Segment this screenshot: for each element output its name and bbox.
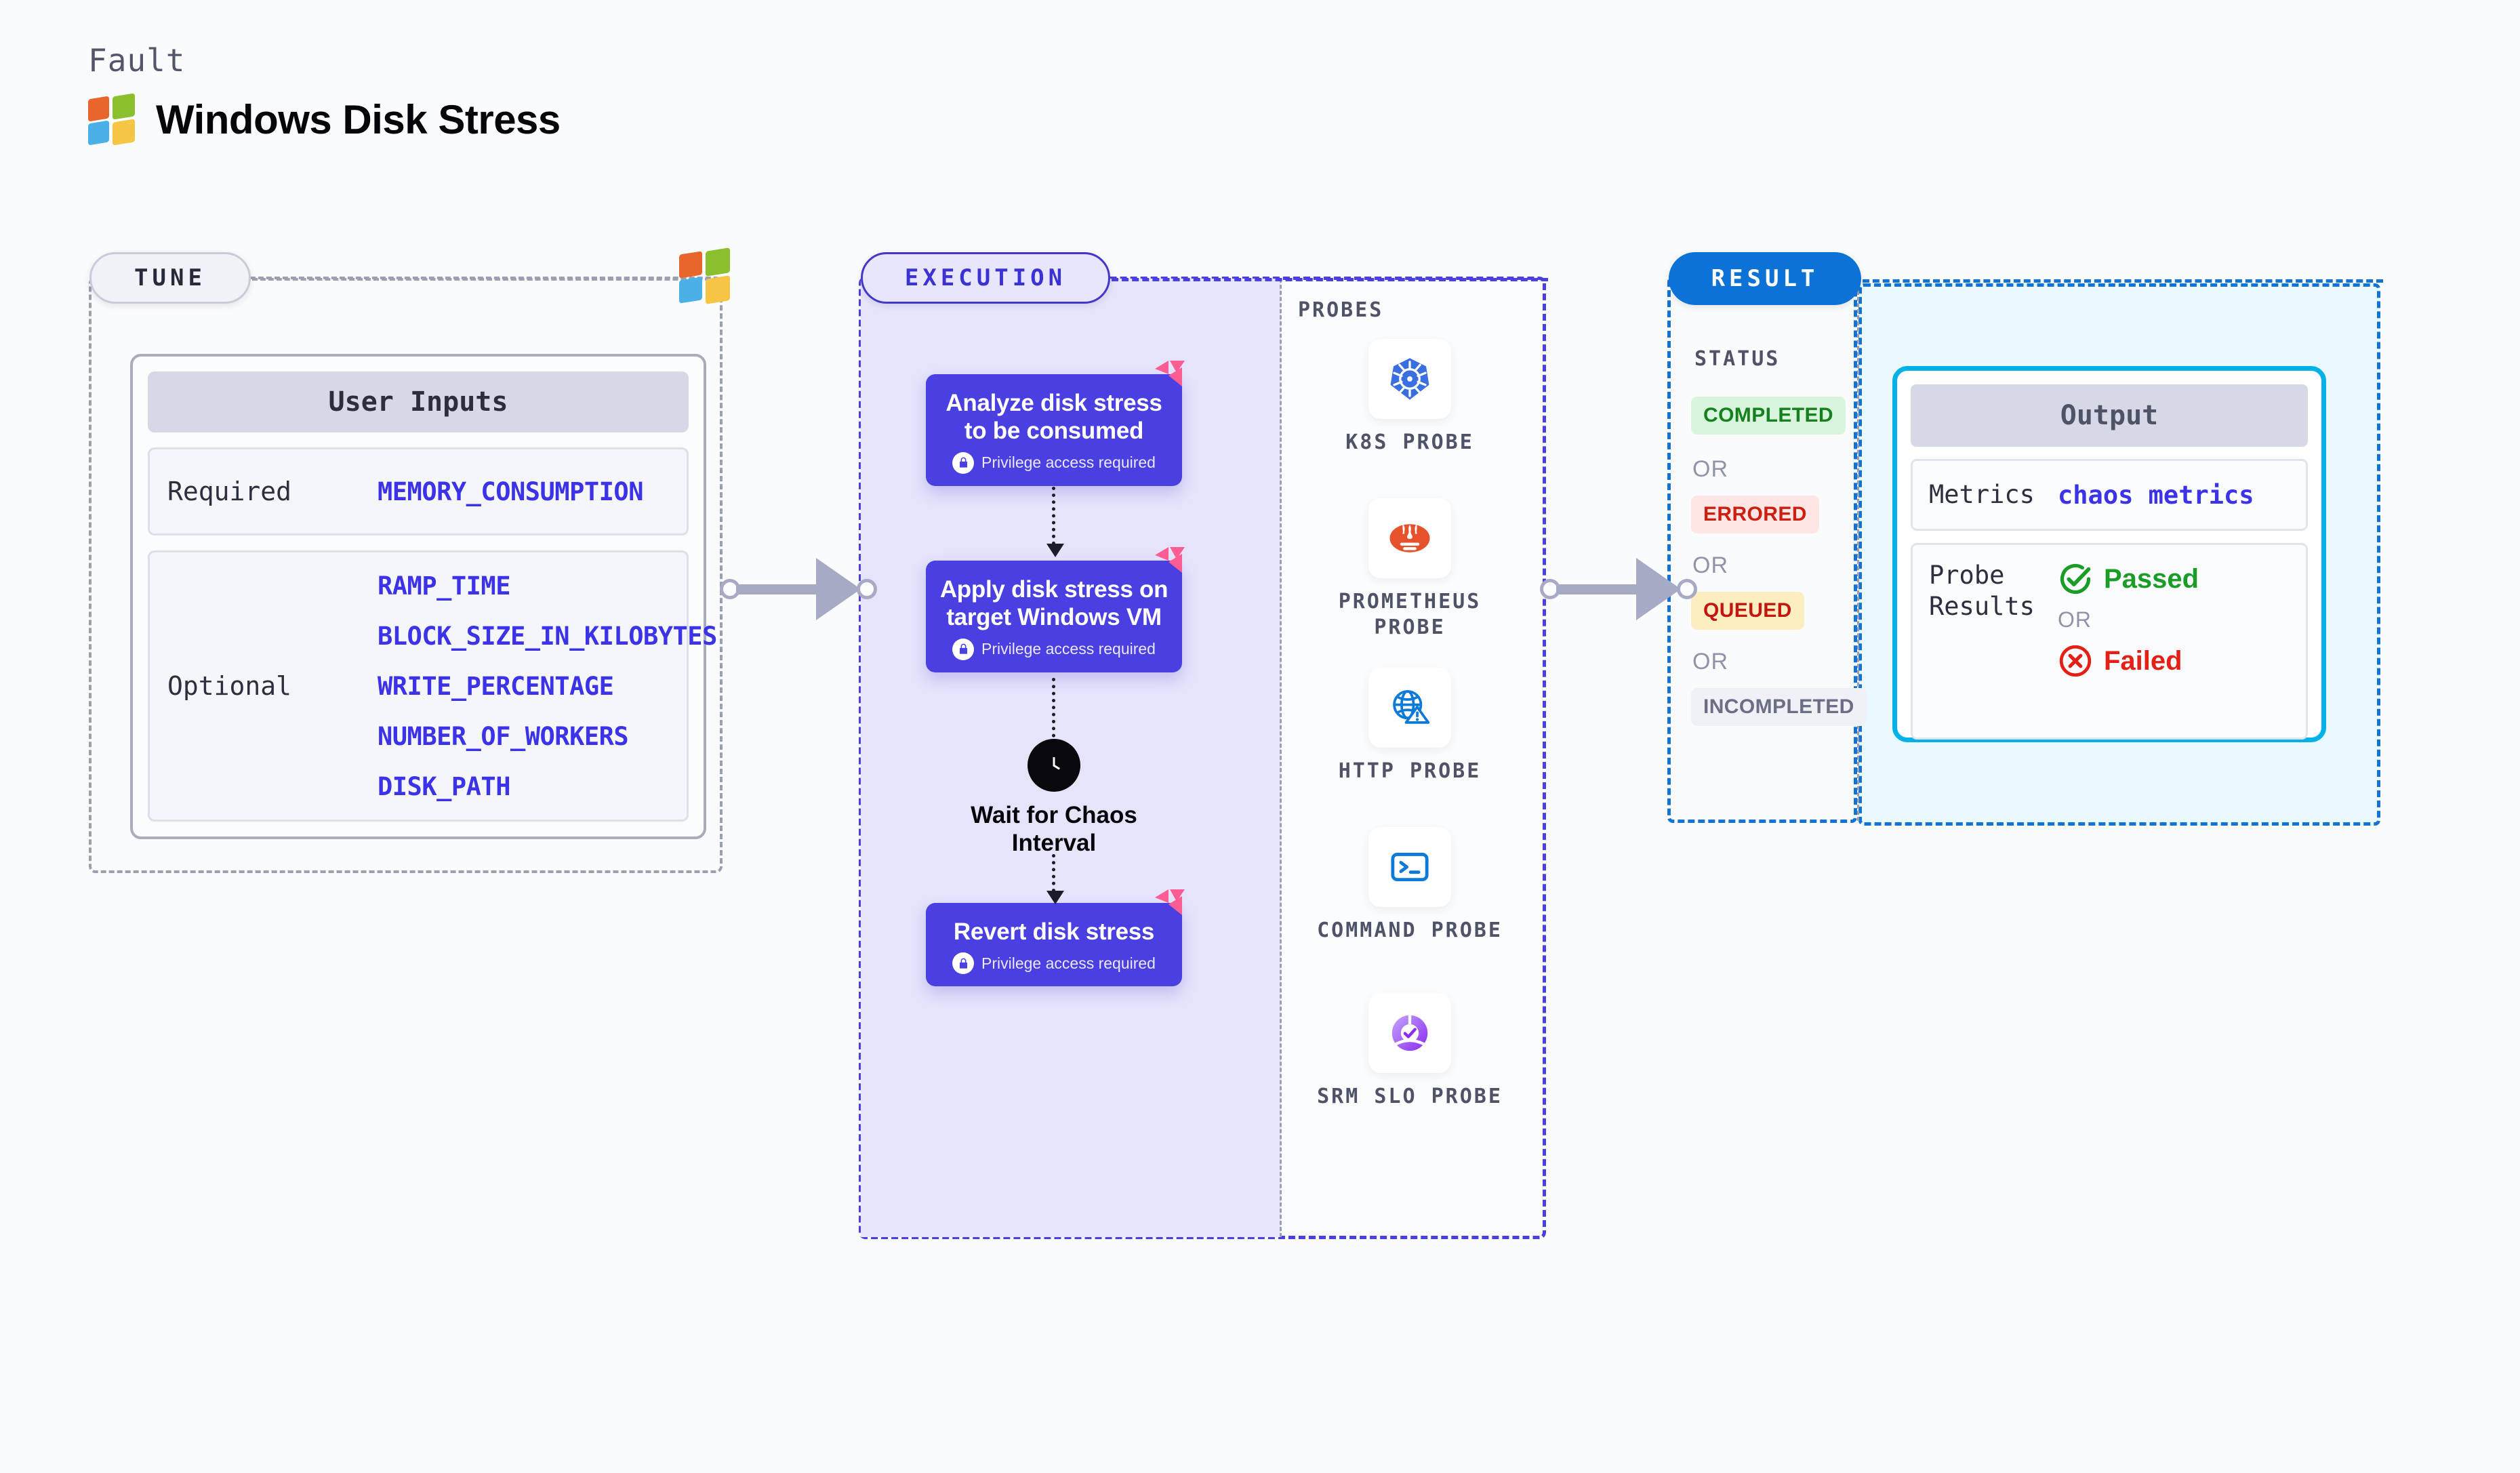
- input-row-label: Required: [167, 477, 292, 506]
- result-pill-connector: [1863, 279, 2383, 283]
- execution-step-revert[interactable]: Revert disk stress Privilege access requ…: [926, 889, 1185, 987]
- step-title: Revert disk stress: [953, 919, 1155, 945]
- status-or-label: OR: [1692, 552, 1728, 578]
- prometheus-icon: [1368, 498, 1451, 578]
- litmus-chaos-icon: [1155, 889, 1185, 915]
- input-variable[interactable]: BLOCK_SIZE_IN_KILOBYTES: [378, 621, 717, 651]
- step-title: Apply disk stress on target Windows VM: [939, 576, 1168, 631]
- lock-icon: [952, 952, 975, 975]
- step-title: Analyze disk stress to be consumed: [946, 390, 1162, 445]
- kubernetes-icon: [1368, 339, 1451, 419]
- input-variable[interactable]: WRITE_PERCENTAGE: [378, 671, 614, 701]
- windows-logo-icon: [87, 93, 136, 146]
- connector-execution-to-result: [1540, 558, 1697, 620]
- output-row-label: Metrics: [1929, 479, 2035, 509]
- probe-srm-slo[interactable]: SRM SLO PROBE: [1298, 993, 1522, 1110]
- status-badge-completed: COMPLETED: [1691, 397, 1846, 435]
- privilege-note-text: Privilege access required: [981, 453, 1156, 472]
- input-row-label: Optional: [167, 671, 292, 701]
- flow-arrow-2: [1046, 678, 1064, 756]
- result-sections-divider: [1857, 279, 1859, 821]
- litmus-chaos-icon: [1155, 547, 1185, 573]
- output-metrics-value[interactable]: chaos metrics: [2058, 480, 2254, 510]
- connector-arrowhead: [1636, 558, 1681, 620]
- input-variable[interactable]: DISK_PATH: [378, 771, 510, 801]
- flow-arrow-3: [1046, 854, 1064, 904]
- connector-tune-to-execution: [720, 558, 877, 620]
- tune-pill-connector: [252, 278, 727, 281]
- probe-result-or-label: OR: [2058, 607, 2092, 632]
- connector-bar: [736, 584, 823, 594]
- status-or-label: OR: [1692, 456, 1728, 482]
- input-variable[interactable]: RAMP_TIME: [378, 571, 510, 601]
- probes-title: PROBES: [1298, 298, 1384, 322]
- probe-label: SRM SLO PROBE: [1317, 1085, 1503, 1108]
- page-title: Windows Disk Stress: [87, 93, 561, 146]
- flow-arrow-1: [1046, 487, 1064, 557]
- execution-pill-connector: [1112, 278, 1548, 281]
- execution-step-apply[interactable]: Apply disk stress on target Windows VM P…: [926, 547, 1185, 672]
- connector-dot: [1677, 579, 1697, 599]
- probe-label: K8S PROBE: [1345, 430, 1474, 454]
- wait-node-label: Wait for Chaos Interval: [971, 802, 1137, 857]
- probe-result-passed: Passed: [2058, 561, 2199, 597]
- privilege-note: Privilege access required: [952, 638, 1156, 660]
- output-row-probe-results: Probe Results Passed OR Failed: [1911, 543, 2308, 740]
- output-row-metrics: Metrics chaos metrics: [1911, 459, 2308, 531]
- http-globe-warning-icon: [1368, 668, 1451, 748]
- windows-logo-icon: [678, 247, 731, 304]
- probe-http[interactable]: HTTP PROBE: [1298, 668, 1522, 784]
- srm-slo-icon: [1368, 993, 1451, 1073]
- wait-for-chaos-interval-node: Wait for Chaos Interval: [969, 739, 1139, 857]
- litmus-chaos-icon: [1155, 361, 1185, 386]
- input-row-optional: Optional RAMP_TIME BLOCK_SIZE_IN_KILOBYT…: [148, 550, 717, 822]
- privilege-note-text: Privilege access required: [981, 954, 1156, 972]
- status-badge-queued: QUEUED: [1691, 592, 1804, 630]
- probe-label: PROMETHEUS PROBE: [1338, 590, 1482, 639]
- privilege-note-text: Privilege access required: [981, 640, 1156, 658]
- input-variable[interactable]: NUMBER_OF_WORKERS: [378, 721, 629, 751]
- probe-label: COMMAND PROBE: [1317, 919, 1503, 942]
- output-title: Output: [1911, 384, 2308, 447]
- privilege-note: Privilege access required: [952, 952, 1156, 975]
- user-inputs-title: User Inputs: [148, 371, 689, 432]
- probe-result-failed-label: Failed: [2104, 645, 2182, 676]
- clock-icon: [1028, 739, 1080, 792]
- input-row-required: Required MEMORY_CONSUMPTION: [148, 447, 689, 536]
- input-variable[interactable]: MEMORY_CONSUMPTION: [378, 477, 643, 506]
- result-status-section: [1667, 277, 1857, 823]
- status-badge-incompleted: INCOMPLETED: [1691, 688, 1867, 726]
- connector-arrowhead: [816, 558, 861, 620]
- output-card: Output Metrics chaos metrics Probe Resul…: [1892, 366, 2326, 742]
- connector-bar: [1556, 584, 1643, 594]
- output-row-label: Probe Results: [1929, 561, 2035, 622]
- status-badge-errored: ERRORED: [1691, 496, 1819, 533]
- probe-command[interactable]: COMMAND PROBE: [1298, 827, 1522, 944]
- execution-probes-divider: [1280, 279, 1282, 1237]
- probe-result-passed-label: Passed: [2104, 563, 2199, 594]
- lock-icon: [952, 638, 975, 660]
- user-inputs-card: User Inputs Required MEMORY_CONSUMPTION …: [130, 354, 717, 839]
- status-title: STATUS: [1694, 347, 1781, 371]
- probe-k8s[interactable]: K8S PROBE: [1298, 339, 1522, 456]
- probe-result-failed: Failed: [2058, 643, 2199, 679]
- result-pill[interactable]: RESULT: [1669, 252, 1861, 305]
- privilege-note: Privilege access required: [952, 451, 1156, 474]
- probe-label: HTTP PROBE: [1338, 759, 1482, 783]
- lock-icon: [952, 451, 975, 474]
- fault-kicker: Fault: [88, 42, 186, 79]
- tune-pill[interactable]: TUNE: [89, 252, 251, 304]
- probe-prometheus[interactable]: PROMETHEUS PROBE: [1298, 498, 1522, 640]
- connector-dot: [857, 579, 877, 599]
- terminal-icon: [1368, 827, 1451, 907]
- execution-pill[interactable]: EXECUTION: [861, 252, 1110, 304]
- check-circle-icon: [2060, 563, 2091, 594]
- page-title-text: Windows Disk Stress: [156, 96, 561, 142]
- x-circle-icon: [2059, 645, 2092, 677]
- status-or-label: OR: [1692, 649, 1728, 674]
- execution-step-analyze[interactable]: Analyze disk stress to be consumed Privi…: [926, 361, 1185, 486]
